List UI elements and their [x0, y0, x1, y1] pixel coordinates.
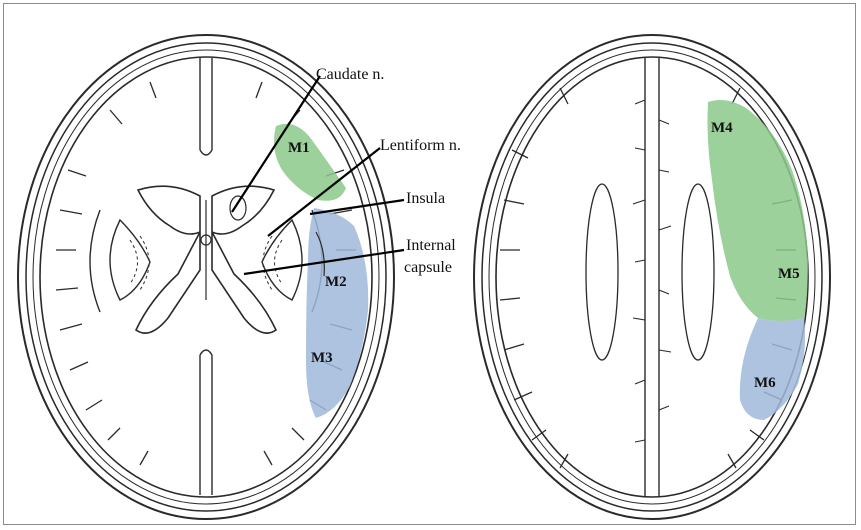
left-occipital-fissure [200, 350, 212, 495]
region-label-m1: M1 [288, 140, 310, 156]
region-m1-area [274, 124, 346, 201]
left-basal-ganglia-left [90, 210, 150, 312]
region-m6-area [740, 318, 805, 420]
right-ventricle-left [586, 184, 618, 360]
label-internal: Internal [406, 237, 456, 255]
label-caudate: Caudate n. [316, 66, 384, 84]
region-label-m5: M5 [778, 266, 800, 282]
label-lentiform: Lentiform n. [380, 137, 461, 155]
region-m2-m3-area [306, 208, 368, 418]
right-fissure-branches [633, 100, 671, 442]
region-label-m4: M4 [711, 120, 733, 136]
label-insula: Insula [406, 190, 445, 208]
region-label-m3: M3 [311, 350, 333, 366]
left-caudate [230, 196, 246, 220]
insula-pointer [310, 200, 404, 214]
label-capsule: capsule [404, 259, 452, 277]
left-frontal-fissure [200, 58, 212, 155]
right-ventricle-right [682, 184, 714, 360]
right-fissure [645, 58, 659, 496]
region-label-m6: M6 [754, 375, 776, 391]
region-label-m2: M2 [325, 274, 347, 290]
